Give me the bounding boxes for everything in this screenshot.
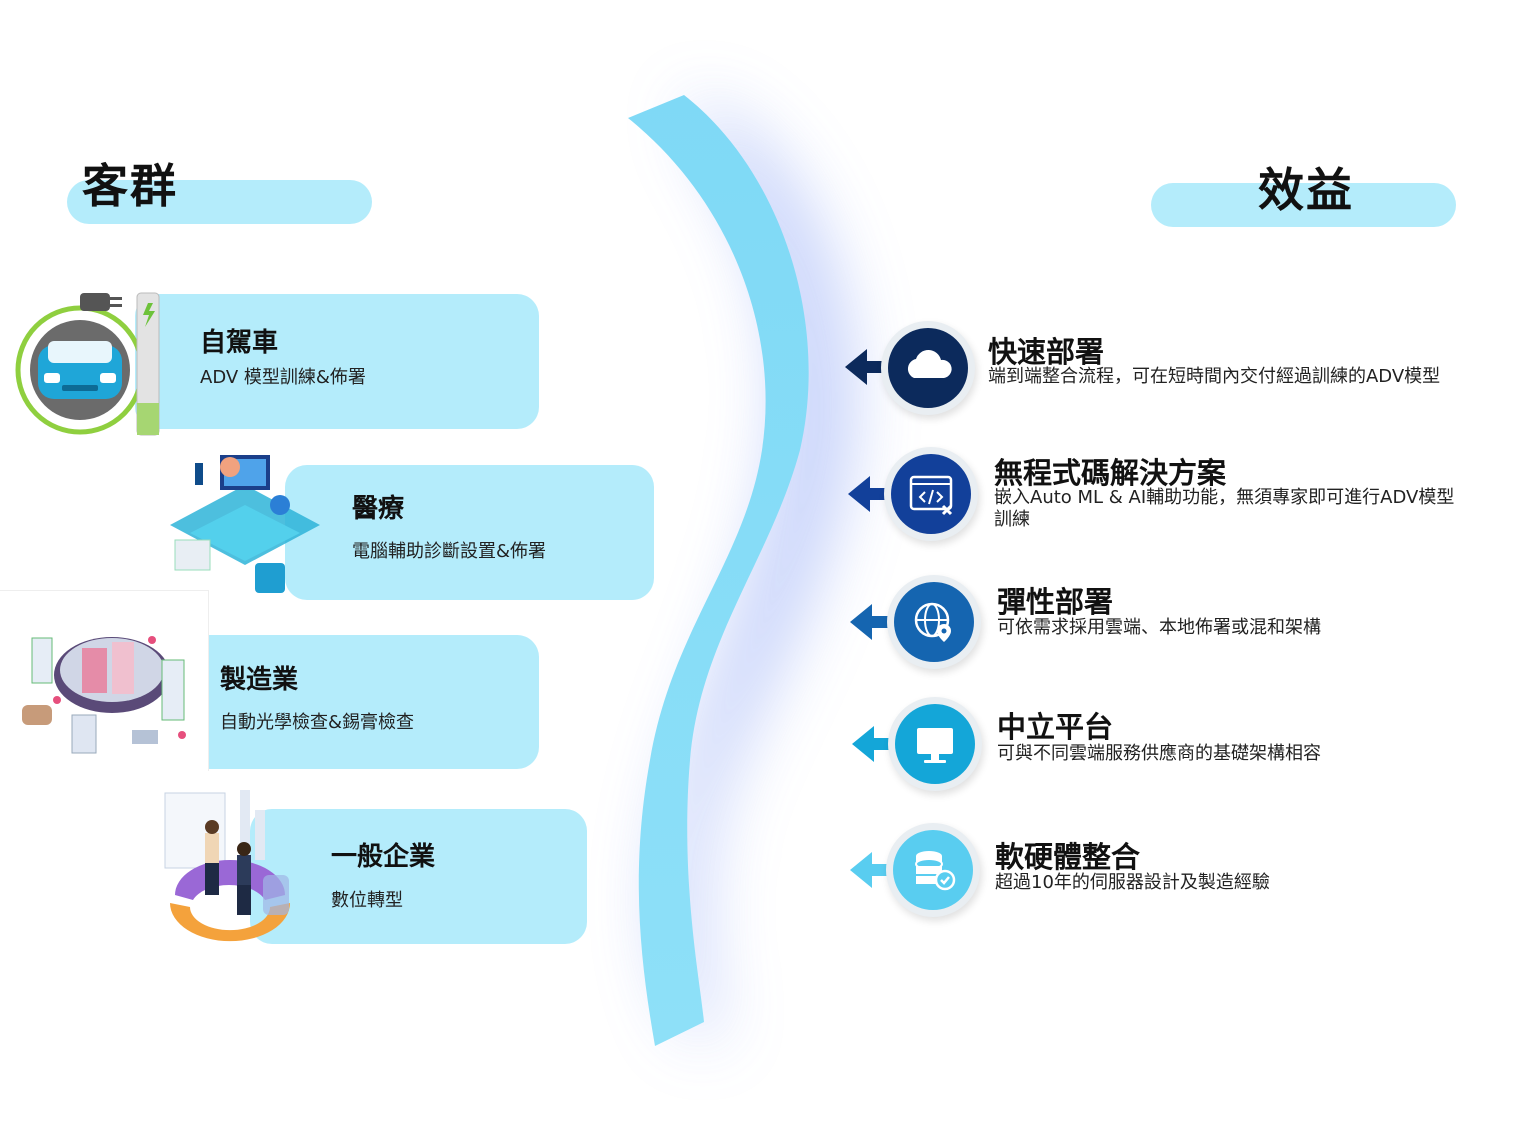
ev-charging-car-illustration — [15, 292, 160, 436]
benefit-desc: 嵌入Auto ML & AI輔助功能，無須專家即可進行ADV模型訓練 — [994, 487, 1455, 530]
customer-subtitle: 數位轉型 — [331, 890, 403, 911]
benefit-title: 彈性部署 — [997, 585, 1114, 619]
monitor-icon — [917, 728, 953, 763]
benefit-icon-circle — [893, 830, 973, 910]
customer-card-medical — [285, 465, 654, 600]
customer-subtitle: 自動光學檢查&錫膏檢查 — [220, 712, 415, 733]
arrow-left-icon — [845, 349, 905, 385]
database-check-icon — [915, 851, 956, 891]
benefit-title: 軟硬體整合 — [995, 840, 1141, 874]
digital-transformation-illustration — [164, 790, 290, 942]
benefit-desc: 可與不同雲端服務供應商的基礎架構相容 — [997, 743, 1321, 764]
arrow-left-icon — [852, 726, 912, 762]
customer-title: 醫療 — [352, 494, 405, 524]
benefit-title: 中立平台 — [997, 710, 1114, 744]
arrow-left-icon — [848, 476, 908, 512]
benefits-heading-pill — [1151, 183, 1456, 227]
benefit-title: 快速部署 — [988, 335, 1105, 369]
benefit-icon-circle — [894, 582, 974, 662]
customers-heading: 客群 — [82, 159, 178, 213]
benefits-heading: 效益 — [1258, 163, 1354, 217]
cloud-icon — [907, 350, 952, 378]
code-window-icon — [909, 475, 953, 516]
customer-title: 自駕車 — [200, 328, 279, 358]
benefit-icon-circle — [888, 328, 968, 408]
benefit-desc: 超過10年的伺服器設計及製造經驗 — [995, 872, 1270, 893]
benefit-title: 無程式碼解決方案 — [994, 456, 1227, 490]
benefit-icon-circle — [895, 704, 975, 784]
arrow-left-icon — [850, 604, 910, 640]
benefit-desc: 可依需求採用雲端、本地佈署或混和架構 — [997, 617, 1321, 638]
customer-subtitle: ADV 模型訓練&佈署 — [200, 367, 366, 388]
customer-card-autonomous — [135, 294, 539, 429]
customers-heading-pill — [67, 180, 372, 224]
smart-factory-illustration — [22, 636, 186, 754]
customer-card-enterprise — [250, 809, 587, 944]
medical-isometric-illustration — [170, 455, 320, 593]
arrow-left-icon — [850, 852, 910, 888]
benefit-icon-circle — [891, 454, 971, 534]
customer-subtitle: 電腦輔助診斷設置&佈署 — [352, 541, 547, 562]
customer-title: 製造業 — [220, 665, 299, 695]
customer-title: 一般企業 — [331, 842, 436, 872]
benefit-desc: 端到端整合流程，可在短時間內交付經過訓練的ADV模型 — [988, 366, 1441, 387]
customer-card-manufacturing — [145, 635, 539, 769]
globe-location-icon — [914, 602, 951, 642]
